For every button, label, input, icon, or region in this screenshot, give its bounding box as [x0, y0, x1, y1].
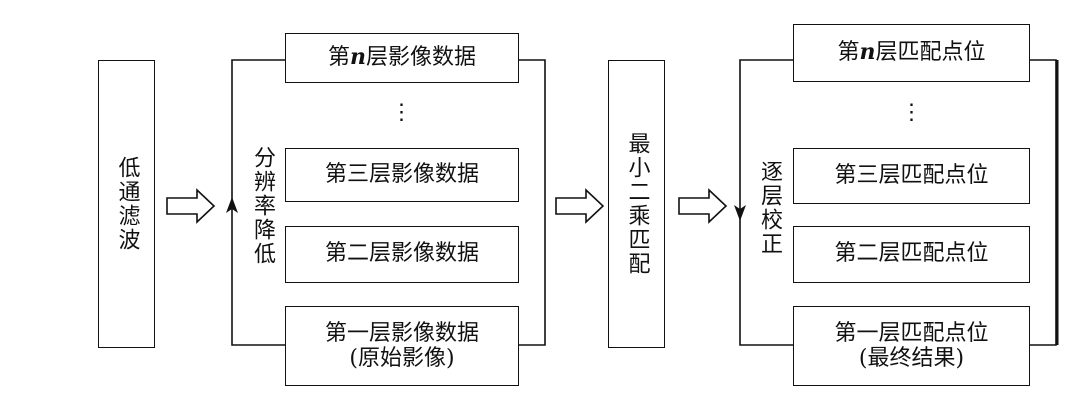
result-level-1-note: (最终结果) — [858, 346, 965, 371]
pyramid-right-bracket — [519, 59, 546, 346]
pyramid-level-n: 第n层影像数据 — [285, 33, 519, 83]
pyramid-level-2: 第二层影像数据 — [285, 226, 519, 283]
layer-correction-label: 逐层校正 — [757, 160, 782, 256]
result-level-3: 第三层匹配点位 — [793, 148, 1030, 204]
result-level-1-label: 第一层匹配点位 — [834, 320, 989, 346]
pyramid-level-3: 第三层影像数据 — [285, 148, 519, 202]
least-squares-matching-box: 最小二乘匹配 — [608, 60, 665, 348]
hollow-arrow-icon — [678, 188, 728, 224]
results-left-bracket — [739, 59, 793, 346]
hollow-arrow-icon — [166, 188, 216, 224]
pyramid-level-3-label: 第三层影像数据 — [324, 161, 479, 187]
lowpass-filter-label: 低通滤波 — [114, 156, 140, 252]
result-level-n: 第n层匹配点位 — [793, 24, 1030, 82]
pyramid-level-1: 第一层影像数据 (原始影像) — [285, 306, 519, 386]
lowpass-filter-box: 低通滤波 — [98, 60, 155, 348]
result-level-n-label: 第n层匹配点位 — [837, 39, 986, 66]
pyramid-level-1-note: (原始影像) — [349, 346, 455, 371]
result-level-3-label: 第三层匹配点位 — [834, 162, 989, 188]
result-level-1: 第一层匹配点位 (最终结果) — [793, 306, 1030, 386]
pyramid-level-2-label: 第二层影像数据 — [324, 241, 479, 267]
pyramid-level-1-label: 第一层影像数据 — [324, 320, 479, 346]
up-arrow-icon — [226, 197, 238, 213]
results-right-bracket — [1030, 59, 1057, 346]
hollow-arrow-icon — [555, 188, 605, 224]
result-level-2-label: 第二层匹配点位 — [834, 241, 989, 267]
down-arrow-icon — [734, 205, 746, 221]
resolution-decrease-label: 分辨率降低 — [250, 146, 275, 266]
pyramid-ellipsis: ⋮ — [389, 100, 414, 123]
result-level-2: 第二层匹配点位 — [793, 226, 1030, 283]
results-ellipsis: ⋮ — [899, 100, 924, 123]
pyramid-level-n-label: 第n层影像数据 — [327, 44, 477, 71]
least-squares-matching-label: 最小二乘匹配 — [624, 132, 650, 276]
